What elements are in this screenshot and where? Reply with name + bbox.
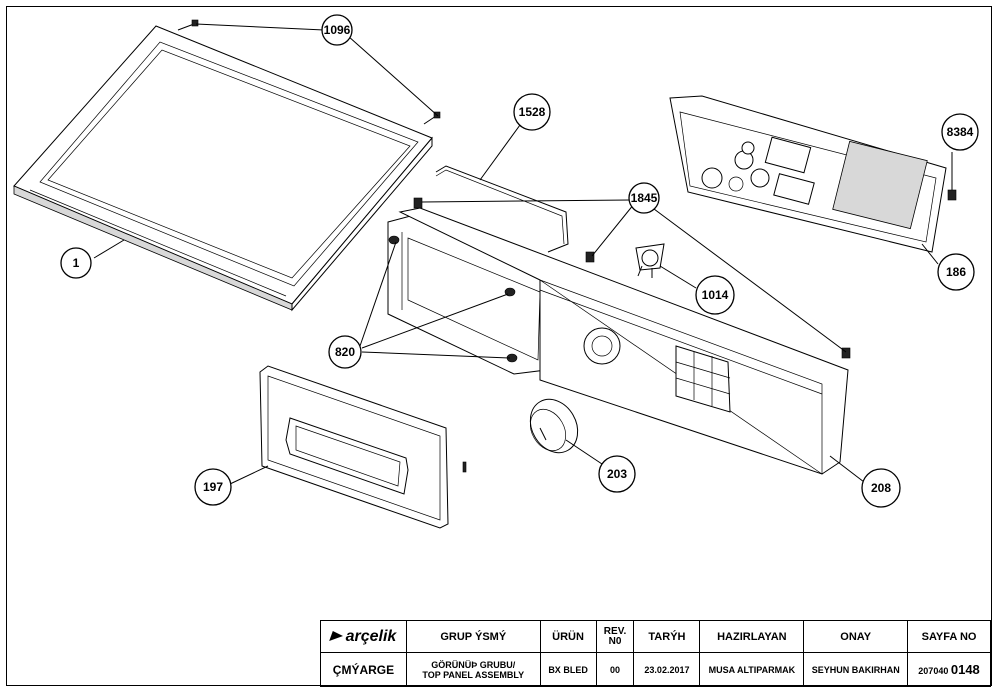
screw-1845-c [841,347,851,359]
callout-1014: 1014 [695,275,735,315]
svg-text:197: 197 [203,480,223,494]
header-tarih: TARÝH [633,620,701,653]
callout-186: 186 [937,253,975,291]
header-hazirlayan: HAZIRLAYAN [699,620,805,653]
control-pcb-part [669,95,947,253]
svg-text:1528: 1528 [519,105,546,119]
callout-1528: 1528 [513,93,551,131]
callout-820: 820 [328,335,362,369]
value-tarih: 23.02.2017 [633,652,701,687]
program-knob-part [529,398,579,454]
leader-lines [93,23,953,485]
value-rev-no: 00 [595,652,635,687]
top-cover-part [13,25,433,312]
svg-text:820: 820 [335,345,355,359]
callout-1845: 1845 [628,182,660,214]
svg-text:1845: 1845 [631,191,658,205]
svg-text:208: 208 [871,481,891,495]
value-urun: BX BLED [539,652,597,687]
arcelik-logo: arçelik [320,620,407,653]
svg-text:8384: 8384 [947,125,974,139]
screw-1845-b [585,251,595,263]
svg-text:1014: 1014 [702,288,729,302]
value-onay: SEYHUN BAKIRHAN [803,652,909,687]
callout-203: 203 [598,455,636,493]
rotary-encoder-part [635,243,665,278]
callout-197: 197 [194,468,232,506]
svg-text:1: 1 [73,256,80,270]
value-hazirlayan: MUSA ALTIPARMAK [699,652,805,687]
svg-text:186: 186 [946,265,966,279]
header-urun: ÜRÜN [539,620,597,653]
clip-820-a [388,235,400,245]
screw-1096-left [177,19,199,31]
header-onay: ONAY [803,620,909,653]
control-panel-part [398,207,849,475]
title-block: arçelik GRUP ÝSMÝ ÜRÜN REV. N0 TARÝH HAZ… [320,620,991,687]
callout-8384: 8384 [941,113,979,151]
screw-8384 [947,189,957,201]
screw-1096-right [423,111,441,125]
callout-1: 1 [60,247,92,279]
wire-bracket-part [435,165,569,253]
header-grup-ismi: GRUP ÝSMÝ [405,620,541,653]
header-rev-no: REV. N0 [595,620,635,653]
svg-text:203: 203 [607,467,627,481]
value-grup-ismi: GÖRÜNÜÞ GRUBU/ TOP PANEL ASSEMBLY [405,652,541,687]
svg-text:1096: 1096 [324,23,351,37]
header-sayfa-no: SAYFA NO [907,620,991,653]
callout-1096: 1096 [321,14,353,46]
screw-1845-a [413,197,423,209]
value-sayfa-no: 207040 0148 [907,652,991,687]
dispenser-drawer-part [259,365,467,529]
value-cizim-yeri: ÇMÝARGE [320,652,407,687]
callout-208: 208 [861,468,901,508]
